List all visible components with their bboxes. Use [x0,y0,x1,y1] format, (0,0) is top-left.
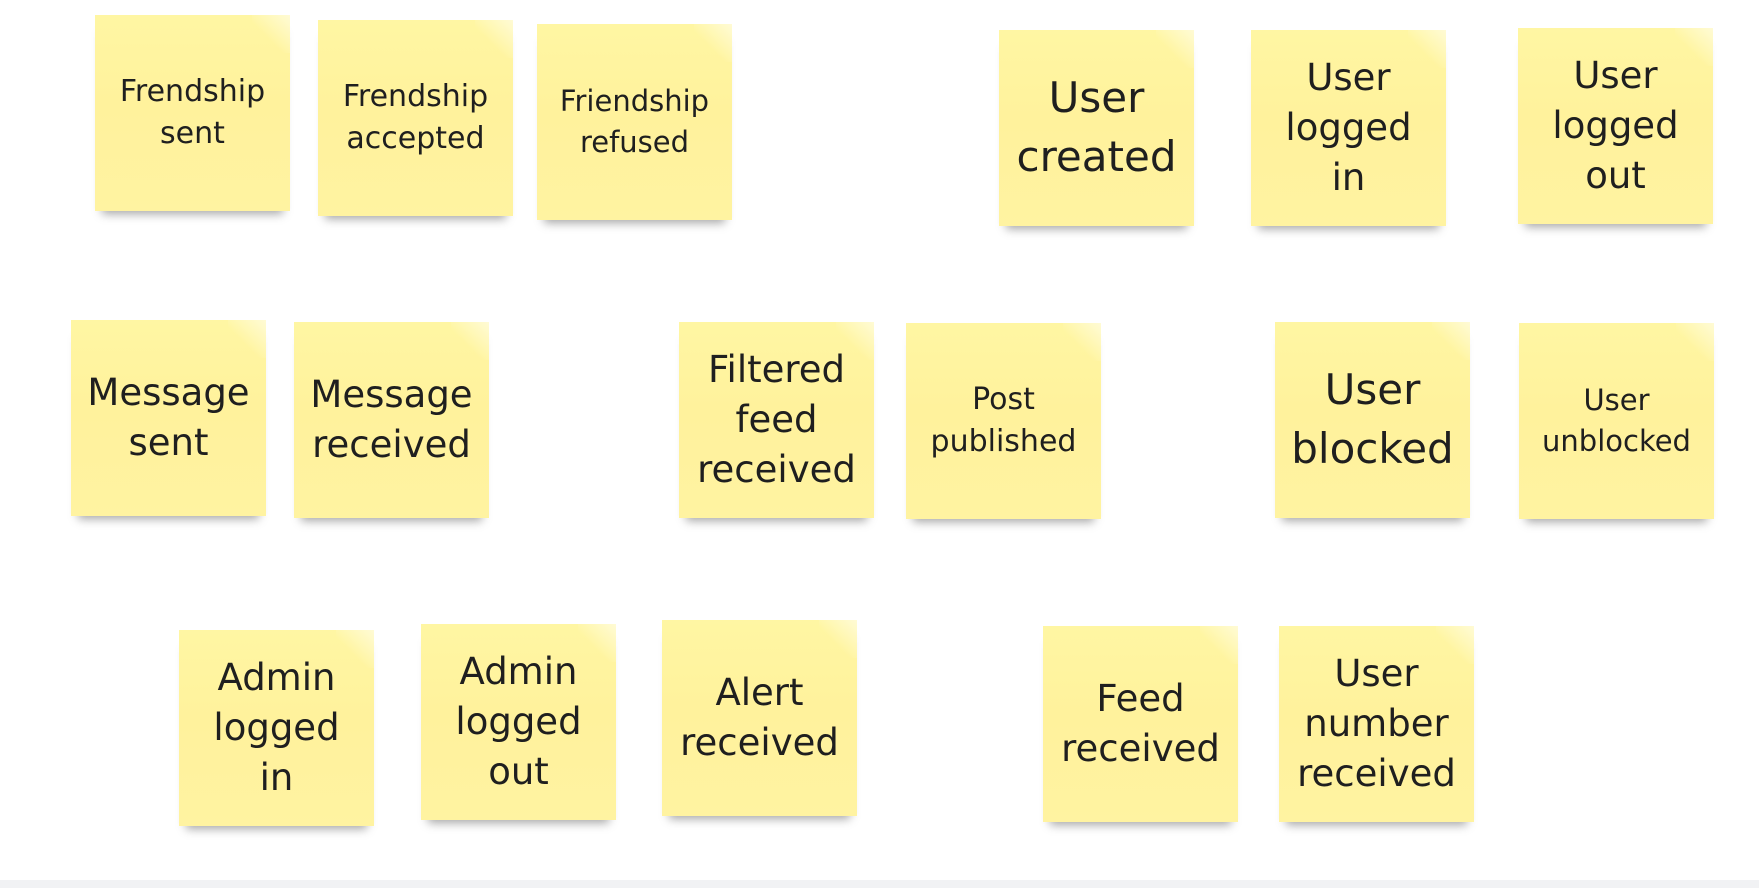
sticky-note-admin-logged-out[interactable]: Admin logged out [421,624,616,820]
sticky-note-text: Message sent [87,371,250,464]
sticky-note-text: Friendship refused [559,84,710,159]
sticky-note-friendship-refused[interactable]: Friendship refused [537,24,732,220]
sticky-note-frendship-sent[interactable]: Frendship sent [95,15,290,211]
sticky-note-text: User logged out [1552,54,1679,197]
sticky-note-message-sent[interactable]: Message sent [71,320,266,516]
sticky-note-text: Post published [930,382,1077,459]
sticky-note-text: Feed received [1061,677,1220,770]
sticky-note-user-blocked[interactable]: User blocked [1275,322,1470,518]
sticky-note-alert-received[interactable]: Alert received [662,620,857,816]
sticky-note-filtered-feed-received[interactable]: Filtered feed received [679,322,874,518]
sticky-note-frendship-accepted[interactable]: Frendship accepted [318,20,513,216]
sticky-note-text: Message received [310,373,473,466]
sticky-note-user-number-received[interactable]: User number received [1279,626,1474,822]
sticky-note-text: Alert received [680,671,839,764]
sticky-note-user-logged-out[interactable]: User logged out [1518,28,1713,224]
sticky-note-text: User created [1016,73,1177,181]
sticky-note-text: User number received [1297,652,1456,795]
sticky-note-text: Filtered feed received [697,348,856,491]
sticky-note-text: User blocked [1291,365,1454,473]
sticky-note-user-unblocked[interactable]: User unblocked [1519,323,1714,519]
sticky-note-text: Frendship accepted [342,79,489,156]
sticky-note-text: Frendship sent [119,74,266,151]
sticky-note-text: User unblocked [1542,383,1691,458]
sticky-note-message-received[interactable]: Message received [294,322,489,518]
sticky-note-feed-received[interactable]: Feed received [1043,626,1238,822]
sticky-note-post-published[interactable]: Post published [906,323,1101,519]
canvas-bottom-bar [0,880,1759,888]
sticky-note-user-logged-in[interactable]: User logged in [1251,30,1446,226]
sticky-note-user-created[interactable]: User created [999,30,1194,226]
sticky-note-text: Admin logged out [455,650,582,793]
sticky-note-text: User logged in [1285,56,1412,199]
sticky-note-text: Admin logged in [213,656,340,799]
sticky-note-admin-logged-in[interactable]: Admin logged in [179,630,374,826]
